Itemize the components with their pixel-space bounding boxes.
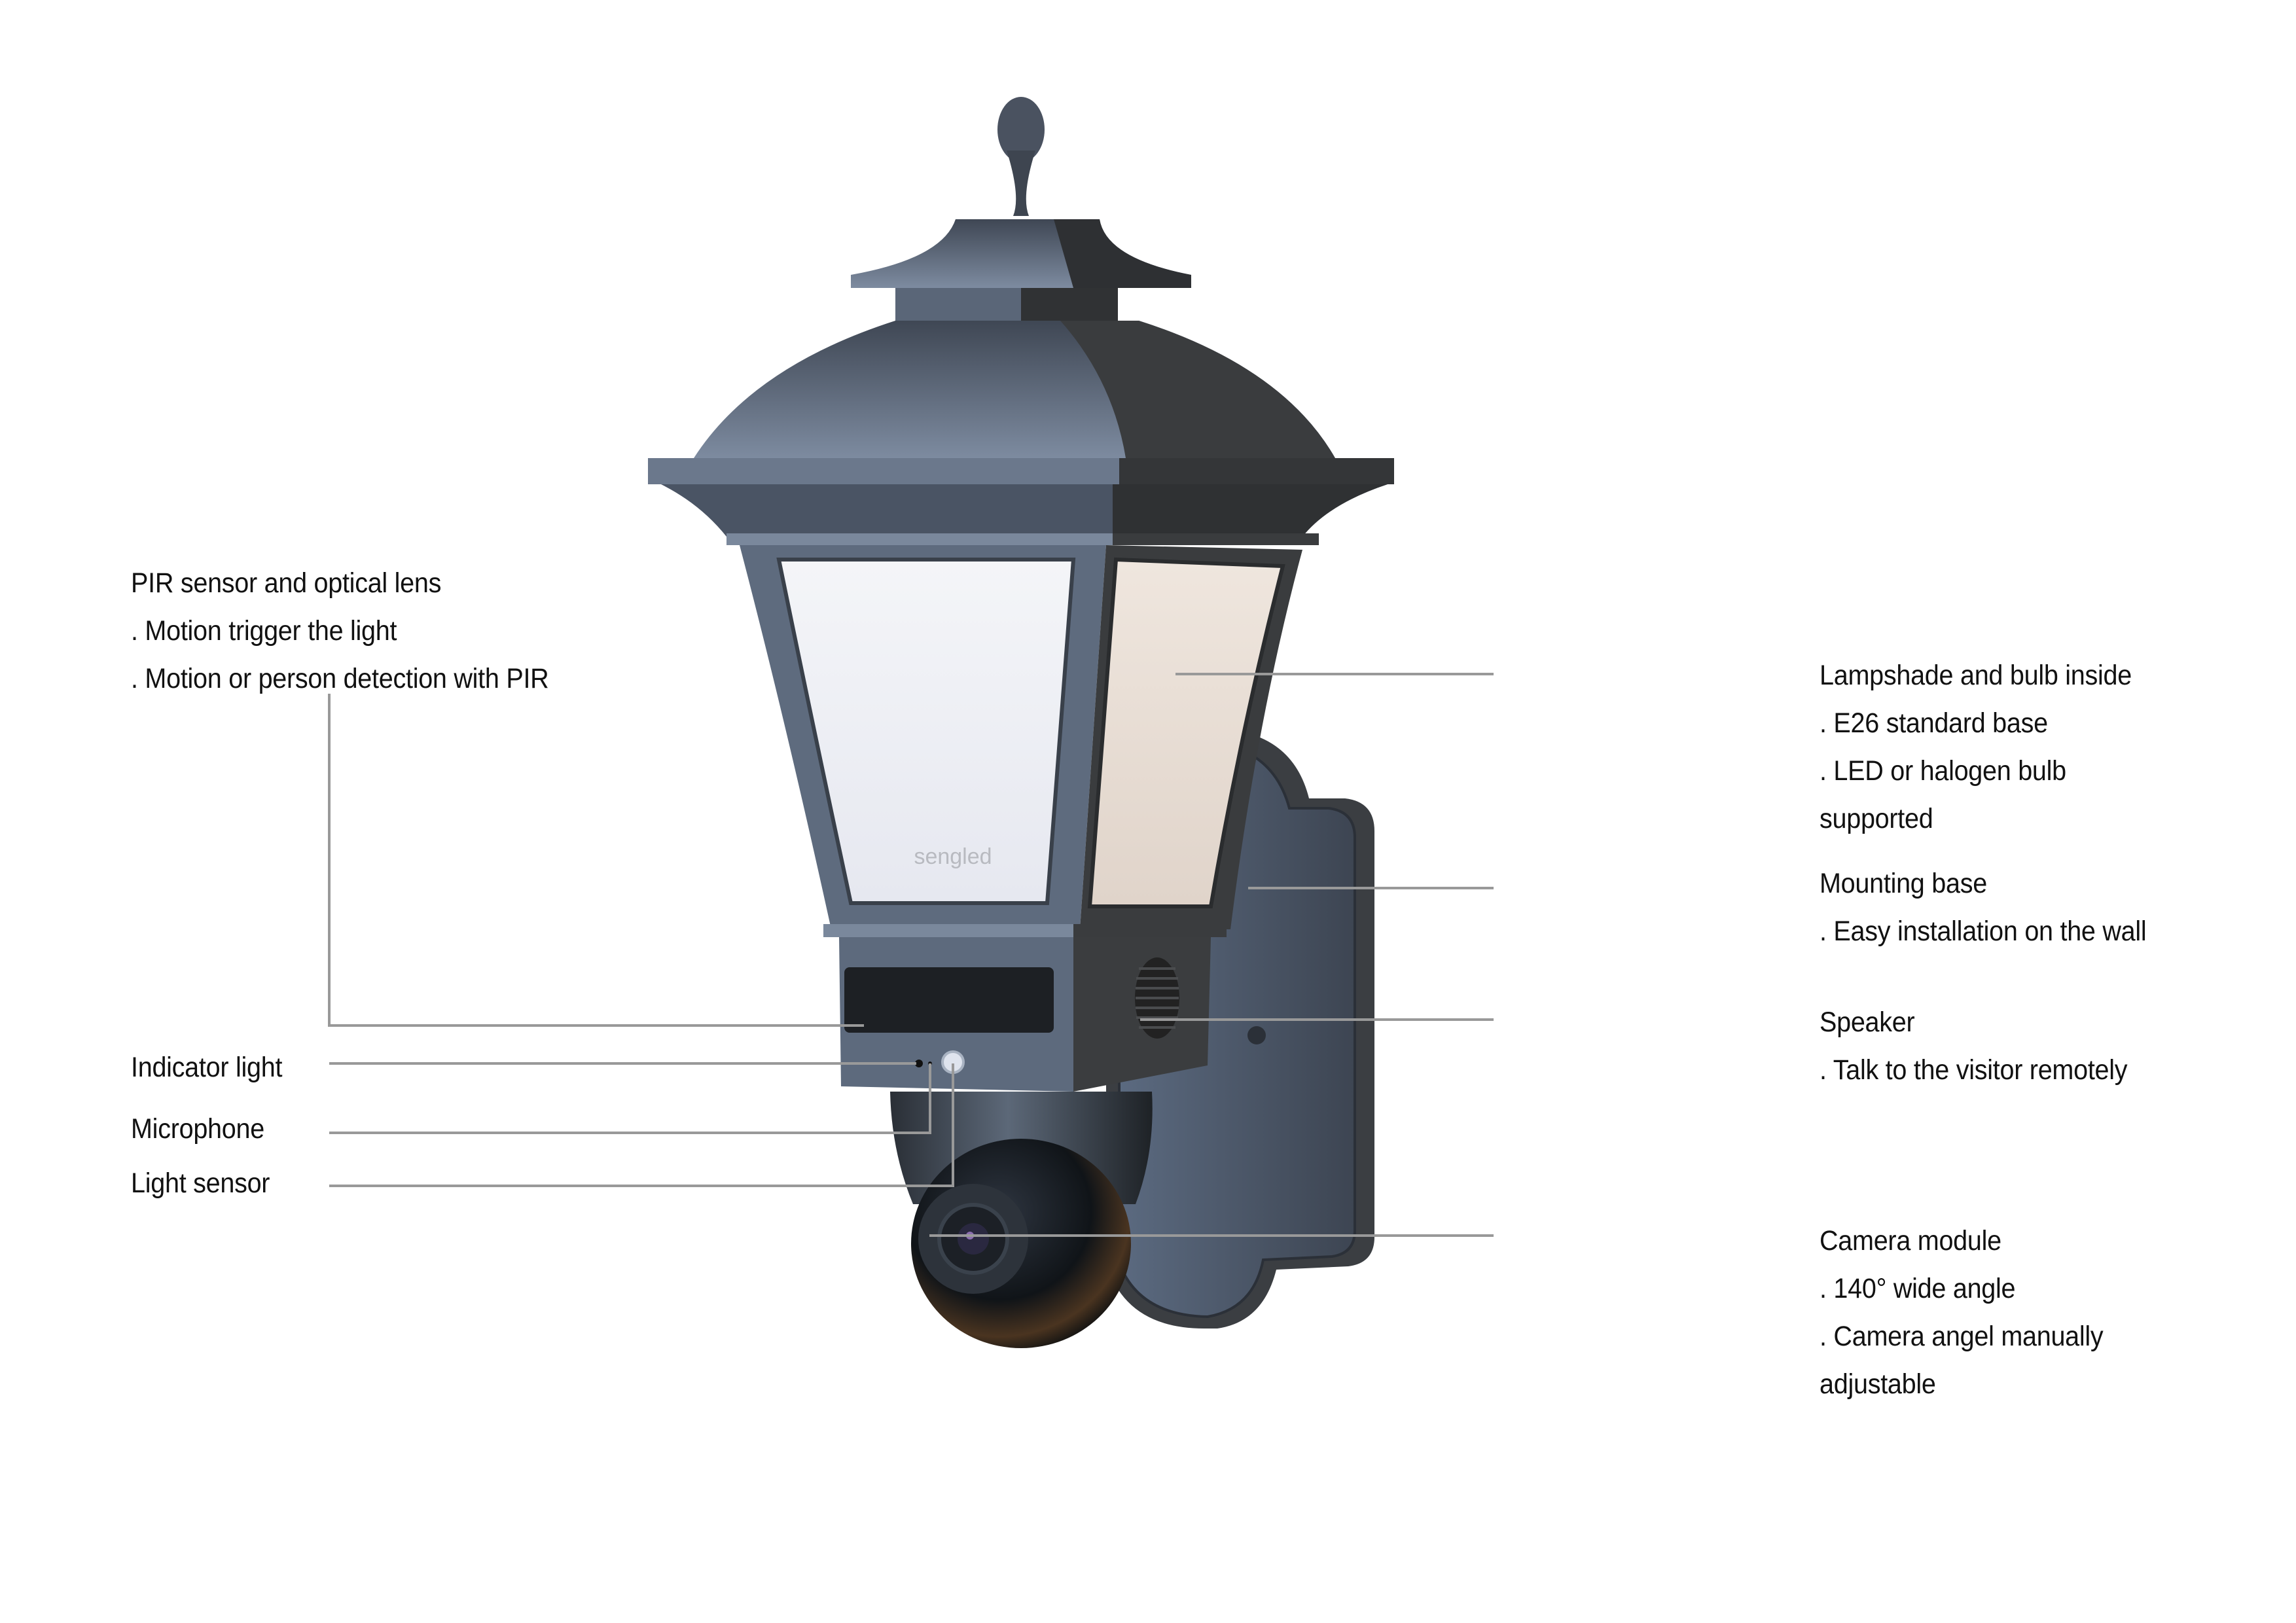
sengled-logo: sengled [914, 844, 992, 869]
callout-microphone: Microphone [131, 1105, 264, 1153]
callout-title: Microphone [131, 1113, 264, 1145]
callout-bullet: . E26 standard base [1820, 707, 2048, 739]
callout-title: Lampshade and bulb inside [1820, 660, 2132, 691]
callout-camera-module: Camera module . 140° wide angle . Camera… [1820, 1217, 2104, 1408]
callout-title: Camera module [1820, 1225, 2001, 1257]
callout-bullet: . 140° wide angle [1820, 1273, 2016, 1304]
camera-ball [911, 1139, 1131, 1348]
callout-title: Light sensor [131, 1168, 270, 1199]
callout-bullet: . Motion or person detection with PIR [131, 663, 549, 694]
callout-bullet: adjustable [1820, 1368, 1936, 1400]
callout-title: Mounting base [1820, 868, 1987, 899]
callout-speaker: Speaker . Talk to the visitor remotely [1820, 999, 2128, 1094]
callout-bullet: . Easy installation on the wall [1820, 916, 2147, 947]
callout-bullet: . Camera angel manually [1820, 1321, 2104, 1352]
callout-bullet: . Motion trigger the light [131, 615, 397, 647]
callout-light-sensor: Light sensor [131, 1160, 270, 1207]
finial [997, 97, 1045, 216]
callout-lampshade: Lampshade and bulb inside . E26 standard… [1820, 652, 2132, 843]
callout-title: Indicator light [131, 1052, 283, 1083]
pir-lens [844, 967, 1054, 1033]
callout-mounting-base: Mounting base . Easy installation on the… [1820, 860, 2147, 955]
callout-indicator-light: Indicator light [131, 1044, 282, 1092]
leader-pir [328, 694, 864, 1027]
indicator-dot [915, 1060, 923, 1067]
callout-bullet: supported [1820, 803, 1933, 834]
callout-bullet: . LED or halogen bulb [1820, 755, 2066, 787]
leader-microphone [329, 1063, 931, 1134]
callout-title: PIR sensor and optical lens [131, 567, 442, 599]
leader-light-sensor [329, 1063, 954, 1187]
callout-pir: PIR sensor and optical lens . Motion tri… [131, 560, 549, 703]
callout-bullet: . Talk to the visitor remotely [1820, 1054, 2128, 1086]
callout-title: Speaker [1820, 1007, 1915, 1038]
